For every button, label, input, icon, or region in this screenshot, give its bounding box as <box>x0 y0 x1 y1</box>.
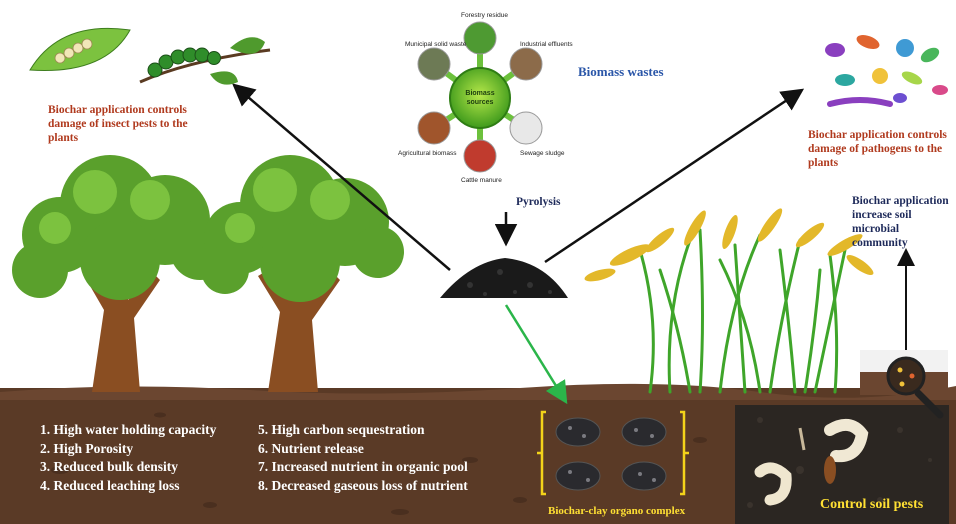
property-item: 6. Nutrient release <box>258 440 468 459</box>
control-soil-pests-label: Control soil pests <box>820 497 923 513</box>
property-item: 1. High water holding capacity <box>40 421 216 440</box>
property-item: 8. Decreased gaseous loss of nutrient <box>258 477 468 496</box>
insect-pests-illustration <box>30 28 270 84</box>
rice-plants <box>583 206 876 392</box>
tree-left <box>12 155 230 392</box>
municipal-waste-icon <box>418 48 450 80</box>
biochar-pile <box>440 258 568 298</box>
source-forestry-residue: Forestry residue <box>461 12 508 19</box>
source-municipal-solid-waste: Municipal solid waste <box>405 41 466 48</box>
forestry-residue-icon <box>464 22 496 54</box>
pyrolysis-label: Pyrolysis <box>516 196 561 208</box>
source-industrial-effluents: Industrial effluents <box>520 41 573 48</box>
source-cattle-manure: Cattle manure <box>461 177 502 184</box>
agricultural-biomass-icon <box>418 112 450 144</box>
property-item: 5. High carbon sequestration <box>258 421 468 440</box>
pathogens-illustration <box>825 32 948 104</box>
soil-properties-left: 1. High water holding capacity 2. High P… <box>40 421 216 495</box>
property-item: 4. Reduced leaching loss <box>40 477 216 496</box>
property-item: 7. Increased nutrient in organic pool <box>258 458 468 477</box>
tree-right <box>201 155 404 392</box>
microbial-community-label: Biochar application increase soil microb… <box>852 194 956 250</box>
source-sewage-sludge: Sewage sludge <box>520 150 564 157</box>
soil-properties-right: 5. High carbon sequestration 6. Nutrient… <box>258 421 468 495</box>
property-item: 3. Reduced bulk density <box>40 458 216 477</box>
biomass-wastes-title: Biomass wastes <box>578 64 664 80</box>
property-item: 2. High Porosity <box>40 440 216 459</box>
biochar-clay-complex-label: Biochar-clay organo complex <box>548 505 685 517</box>
sewage-sludge-icon <box>510 112 542 144</box>
source-agricultural-biomass: Agricultural biomass <box>398 150 457 157</box>
biomass-hub-label: Biomass sources <box>462 89 498 107</box>
pathogens-label: Biochar application controls damage of p… <box>808 128 947 170</box>
cattle-manure-icon <box>464 140 496 172</box>
insect-pests-label: Biochar application controls damage of i… <box>48 103 188 145</box>
industrial-effluents-icon <box>510 48 542 80</box>
